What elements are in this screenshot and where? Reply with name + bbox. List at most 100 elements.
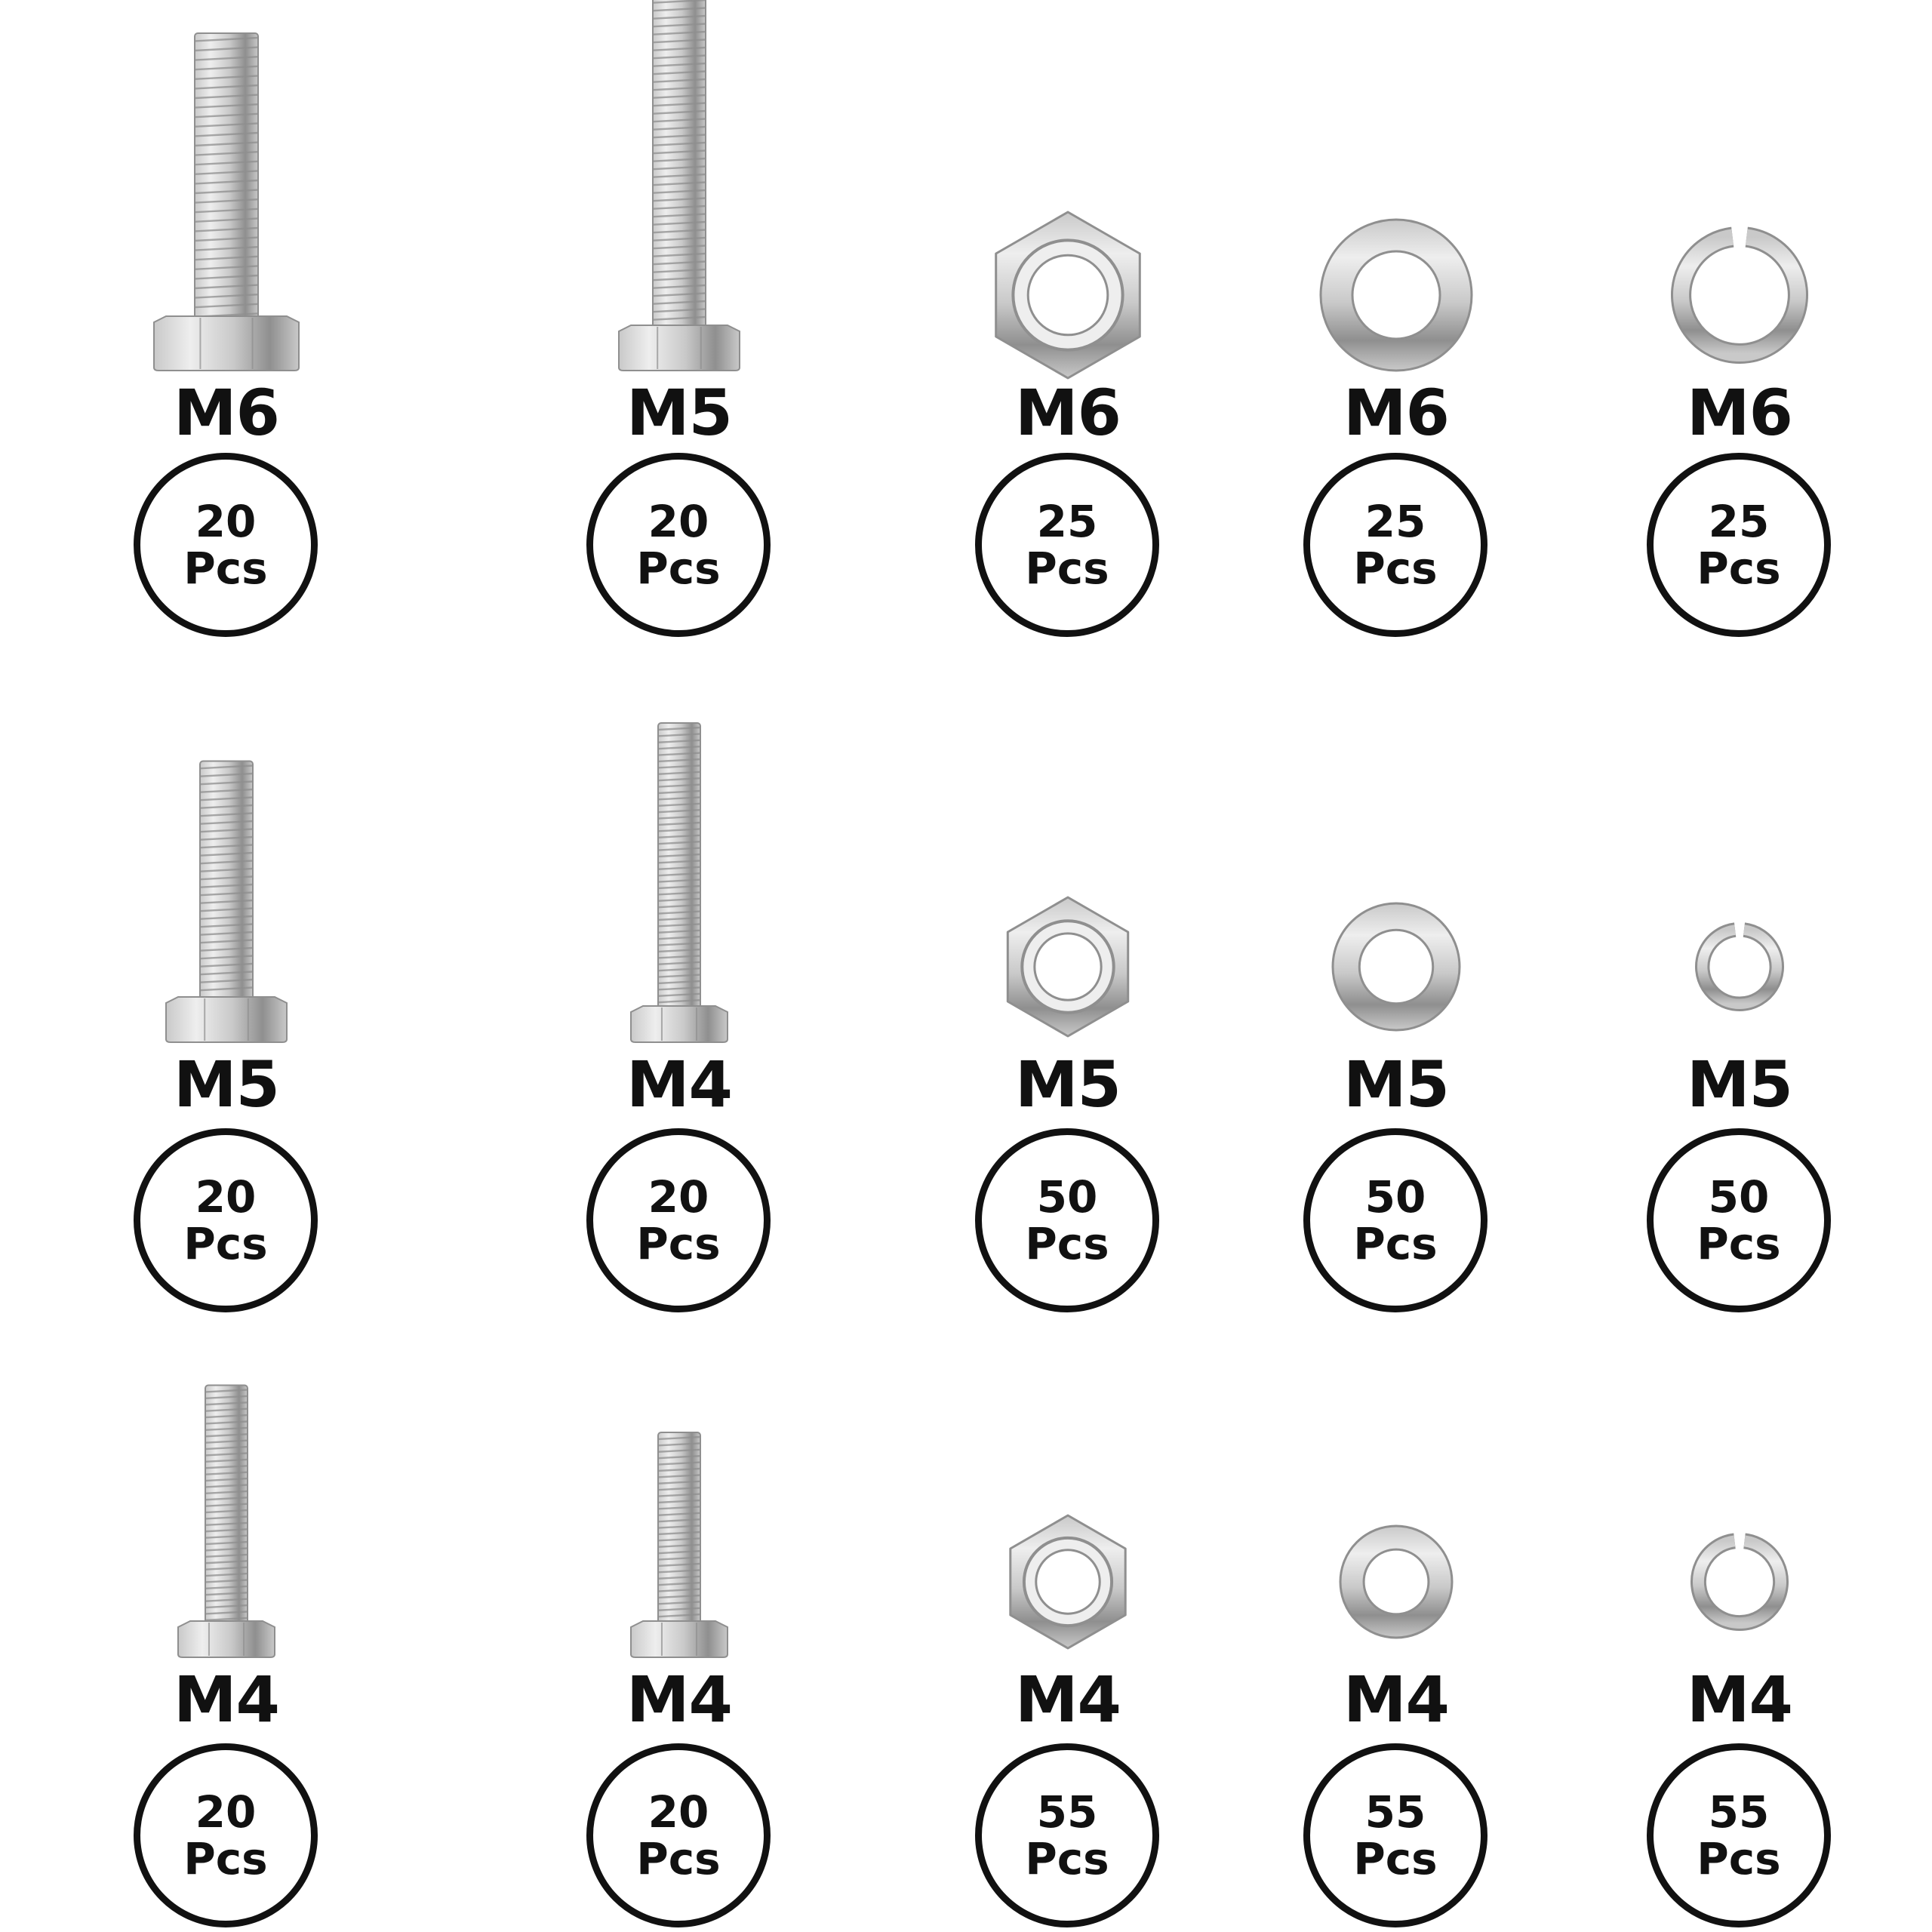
bolt-thread xyxy=(652,252,706,257)
bolt-thread xyxy=(194,179,259,185)
bolt-thread xyxy=(199,764,254,770)
bolt-thread xyxy=(194,84,259,90)
bolt-thread xyxy=(205,1515,248,1520)
quantity-number: 55 xyxy=(1364,1786,1426,1838)
bolt-thread xyxy=(657,1575,701,1580)
bolt-thread xyxy=(652,292,706,297)
size-label: M4 xyxy=(1686,1663,1793,1737)
spring-washer-drawing xyxy=(1690,1533,1789,1631)
flat-washer-drawing xyxy=(1319,218,1473,372)
bolt-thread xyxy=(652,213,706,218)
size-label: M4 xyxy=(626,1048,733,1121)
nut-hole xyxy=(1033,932,1103,1001)
hex-nut-drawing xyxy=(1009,1514,1127,1650)
bolt-thread xyxy=(657,1474,701,1478)
bolt-thread xyxy=(199,788,254,793)
bolt-thread xyxy=(199,820,254,825)
flat-washer-drawing xyxy=(1339,1524,1454,1639)
bolt-thread xyxy=(657,916,701,921)
bolt-thread xyxy=(657,866,701,870)
bolt-thread xyxy=(657,752,701,756)
hex-nut-drawing xyxy=(1006,896,1130,1038)
bolt-thread xyxy=(205,1547,248,1552)
bolt-thread xyxy=(657,796,701,801)
bolt-drawing xyxy=(153,32,300,371)
quantity-unit: Pcs xyxy=(1025,543,1109,594)
bolt-thread xyxy=(652,229,706,234)
bolt-thread xyxy=(657,1461,701,1466)
bolt-drawing xyxy=(165,760,288,1043)
bolt-thread xyxy=(657,878,701,883)
bolt-thread xyxy=(205,1572,248,1577)
bolt-thread xyxy=(652,205,706,210)
quantity-unit: Pcs xyxy=(1025,1218,1109,1269)
bolt-thread xyxy=(657,948,701,953)
quantity-number: 20 xyxy=(195,1786,257,1838)
bolt-thread xyxy=(657,1487,701,1491)
bolt-thread xyxy=(199,978,254,983)
bolt-thread xyxy=(657,923,701,928)
bolt-thread xyxy=(194,208,259,214)
bolt-thread xyxy=(194,226,259,232)
bolt-thread xyxy=(657,1512,701,1516)
bolt-thread xyxy=(652,220,706,226)
hex-nut-image xyxy=(955,675,1181,1053)
bolt-thread xyxy=(199,796,254,801)
bolt-thread xyxy=(657,1556,701,1561)
size-label: M5 xyxy=(1686,1048,1793,1121)
bolt-thread xyxy=(652,46,706,51)
bolt-thread xyxy=(657,1614,701,1618)
spring-washer-image xyxy=(1626,0,1853,381)
bolt-thread xyxy=(657,942,701,946)
bolt-thread xyxy=(657,1607,701,1611)
bolt-thread xyxy=(194,112,259,118)
bolt-thread xyxy=(194,303,259,309)
bolt-thread xyxy=(657,809,701,814)
bolt-thread xyxy=(199,923,254,928)
bolt-thread xyxy=(657,853,701,858)
bolt-thread xyxy=(194,94,259,100)
bolt-thread xyxy=(657,910,701,915)
size-label: M4 xyxy=(626,1663,733,1737)
bolt-thread xyxy=(205,1490,248,1495)
bolt-thread xyxy=(205,1579,248,1583)
quantity-number: 55 xyxy=(1036,1786,1098,1838)
bolt-thread xyxy=(205,1592,248,1596)
bolt-drawing xyxy=(618,0,740,371)
bolt-thread xyxy=(205,1497,248,1501)
bolt-thread xyxy=(205,1458,248,1463)
bolt-thread xyxy=(205,1401,248,1406)
quantity-unit: Pcs xyxy=(636,1218,721,1269)
quantity-number: 25 xyxy=(1036,496,1098,547)
quantity-number: 20 xyxy=(195,1171,257,1223)
bolt-thread xyxy=(657,1524,701,1529)
quantity-number: 50 xyxy=(1708,1171,1770,1223)
bolt-head xyxy=(630,1620,728,1658)
bolt-thread xyxy=(657,789,701,795)
size-label: M6 xyxy=(1686,376,1793,450)
hex-nut-drawing xyxy=(995,211,1141,380)
bolt-thread xyxy=(657,974,701,978)
quantity-unit: Pcs xyxy=(1697,1833,1781,1884)
spring-washer-ring xyxy=(1697,924,1782,1009)
bolt-thread xyxy=(657,999,701,1004)
bolt-thread xyxy=(205,1503,248,1507)
nut-hole xyxy=(1026,254,1109,337)
bolt-thread xyxy=(194,65,259,71)
quantity-unit: Pcs xyxy=(1697,543,1781,594)
bolt-thread xyxy=(652,14,706,20)
bolt-thread xyxy=(657,1588,701,1592)
bolt-image xyxy=(113,0,340,381)
bolt-thread xyxy=(657,1442,701,1447)
spring-washer-ring xyxy=(1673,229,1806,361)
bolt-thread xyxy=(652,94,706,99)
bolt-thread xyxy=(657,815,701,820)
bolt-thread xyxy=(657,897,701,902)
bolt-thread xyxy=(657,783,701,788)
bolt-thread xyxy=(652,245,706,250)
